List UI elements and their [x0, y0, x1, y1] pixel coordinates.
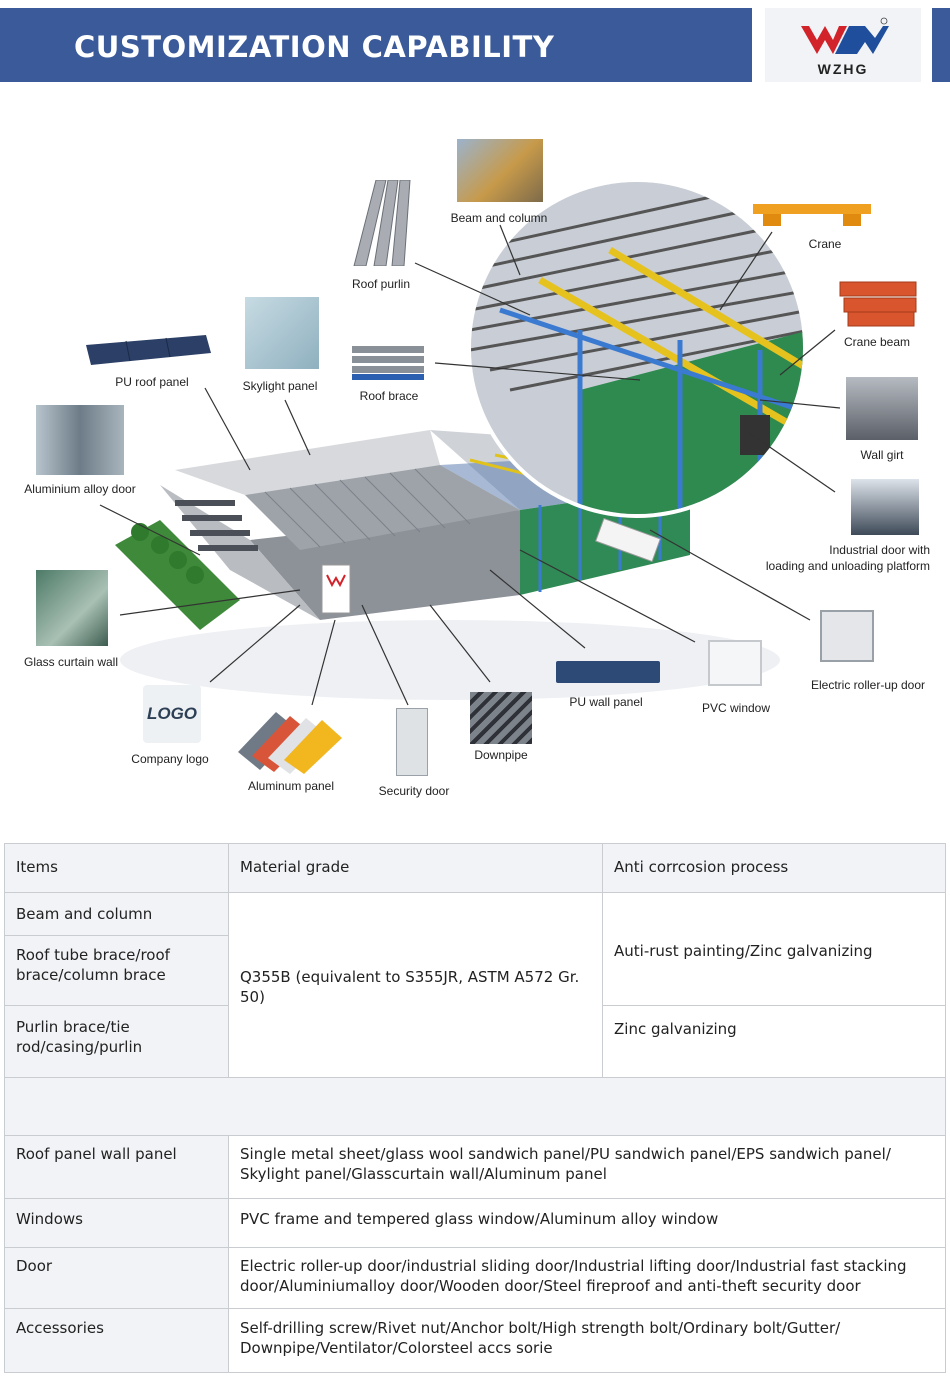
blank-cell	[4, 1077, 946, 1136]
roof-purlin-thumb	[346, 179, 416, 267]
label-roof-brace: Roof brace	[359, 389, 419, 403]
item-roof-panel: Roof panel wall panel	[4, 1135, 229, 1199]
label-skylight-panel: Skylight panel	[242, 379, 318, 393]
company-logo-thumb: LOGO	[143, 685, 201, 743]
spec-table: Items Material grade Anti corrcosion pro…	[4, 843, 946, 1373]
label-beam-and-column: Beam and column	[450, 211, 548, 225]
aluminum-panel-thumb	[238, 712, 342, 774]
table-row: Windows PVC frame and tempered glass win…	[4, 1198, 946, 1248]
item-door: Door	[4, 1247, 229, 1309]
header-band	[0, 8, 752, 82]
magnifier-content	[471, 182, 803, 514]
label-industrial-door-line1: Industrial door with	[829, 543, 930, 557]
electric-roller-up-door-thumb	[820, 610, 874, 662]
glass-curtain-wall-thumb	[36, 570, 108, 646]
brand-logo: WZHG	[765, 8, 921, 82]
beam-and-column-thumb	[457, 139, 543, 202]
office-windows	[175, 500, 258, 551]
pvc-window-thumb	[708, 640, 762, 686]
label-crane: Crane	[808, 237, 842, 251]
item-accessories: Accessories	[4, 1308, 229, 1373]
header-anti-corrosion: Anti corrcosion process	[602, 843, 946, 893]
item-beam-and-column: Beam and column	[4, 892, 229, 936]
label-company-logo: Company logo	[131, 752, 209, 766]
crane-thumb	[753, 200, 871, 228]
process-zinc: Zinc galvanizing	[602, 1005, 946, 1078]
label-pvc-window: PVC window	[701, 701, 771, 715]
value-roof-panel: Single metal sheet/glass wool sandwich p…	[228, 1135, 946, 1199]
process-painting: Auti-rust painting/Zinc galvanizing	[602, 892, 946, 1006]
aluminium-alloy-door-thumb	[36, 405, 124, 475]
table-row: Beam and column Q355B (equivalent to S35…	[4, 892, 946, 1078]
industrial-door-thumb	[851, 479, 919, 535]
steel-grade: Q355B (equivalent to S355JR, ASTM A572 G…	[228, 892, 603, 1078]
value-door: Electric roller-up door/industrial slidi…	[228, 1247, 946, 1309]
item-windows: Windows	[4, 1198, 229, 1248]
table-row: Door Electric roller-up door/industrial …	[4, 1247, 946, 1309]
table-row: Accessories Self-drilling screw/Rivet nu…	[4, 1308, 946, 1373]
wall-girt-thumb	[846, 377, 918, 440]
truck	[595, 517, 661, 563]
ground-shadow	[120, 620, 780, 700]
value-windows: PVC frame and tempered glass window/Alum…	[228, 1198, 946, 1248]
page-title: CUSTOMIZATION CAPABILITY	[74, 30, 555, 64]
header-items: Items	[4, 843, 229, 893]
security-door-thumb	[396, 708, 428, 776]
crane-beam-thumb	[838, 272, 918, 327]
pu-roof-panel-thumb	[86, 335, 211, 367]
label-pu-roof-panel: PU roof panel	[115, 375, 189, 389]
label-roof-purlin: Roof purlin	[351, 277, 411, 291]
roof-section-ribbed	[245, 465, 520, 550]
table-row: Roof tube brace/roof brace/column brace	[4, 935, 946, 1006]
label-crane-beam: Crane beam	[843, 335, 911, 349]
downpipe-thumb	[470, 692, 532, 744]
label-aluminum-panel: Aluminum panel	[247, 779, 335, 793]
table-blank-row	[4, 1077, 946, 1136]
table-header-row: Items Material grade Anti corrcosion pro…	[4, 843, 946, 893]
label-glass-curtain-wall: Glass curtain wall	[23, 655, 119, 669]
item-purlin-brace: Purlin brace/tie rod/casing/purlin	[4, 1005, 229, 1078]
label-pu-wall-panel: PU wall panel	[569, 695, 643, 709]
roof-brace-thumb	[352, 334, 424, 380]
label-aluminium-alloy-door: Aluminium alloy door	[24, 482, 136, 496]
skylight-panel-thumb	[245, 297, 319, 369]
pu-wall-panel-thumb	[556, 661, 660, 683]
header-strip	[932, 8, 950, 82]
label-wall-girt: Wall girt	[860, 448, 904, 462]
label-security-door: Security door	[378, 784, 450, 798]
table-row: Roof panel wall panel Single metal sheet…	[4, 1135, 946, 1199]
table-row: Purlin brace/tie rod/casing/purlin Zinc …	[4, 1005, 946, 1078]
label-electric-roller-up-door: Electric roller-up door	[810, 678, 926, 692]
roof-section-light	[175, 430, 440, 495]
label-industrial-door-line2: loading and unloading platform	[765, 559, 930, 573]
value-accessories: Self-drilling screw/Rivet nut/Anchor bol…	[228, 1308, 946, 1373]
diagram-drawing	[99, 178, 841, 706]
item-roof-tube-brace: Roof tube brace/roof brace/column brace	[4, 935, 229, 1006]
building-logo-sign	[321, 564, 351, 614]
wzhg-logo-icon	[801, 17, 889, 54]
building-diagram: LOGO Beam and column Crane Roof purlin C…	[0, 100, 950, 820]
roof-ribs	[264, 468, 471, 548]
label-downpipe: Downpipe	[474, 748, 528, 762]
leader-lines	[99, 224, 841, 706]
logo-text: WZHG	[817, 61, 869, 77]
header-material-grade: Material grade	[228, 843, 603, 893]
